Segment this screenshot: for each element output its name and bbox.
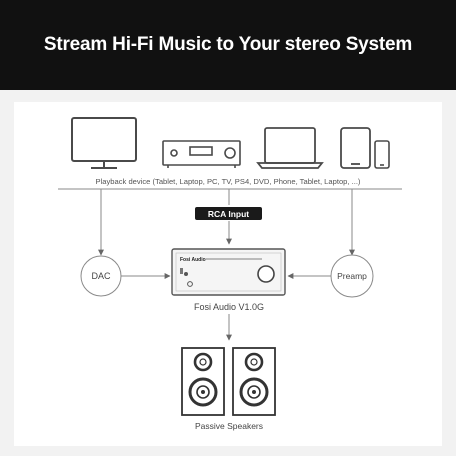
rca-input-label: RCA Input [208, 209, 249, 219]
amplifier-icon: Fosi Audio [171, 248, 286, 296]
right-speaker-icon [232, 347, 276, 416]
preamp-label: Preamp [337, 271, 367, 281]
amp-brand-text: Fosi Audio [180, 257, 206, 263]
amplifier-model-label: Fosi Audio V1.0G [194, 302, 264, 312]
dac-label: DAC [91, 271, 111, 281]
dac-node: DAC [80, 255, 122, 297]
page-title: Stream Hi-Fi Music to Your stereo System [43, 34, 413, 55]
header-banner: Stream Hi-Fi Music to Your stereo System [0, 0, 456, 90]
phone-icon [374, 140, 390, 169]
preamp-node: Preamp [330, 254, 374, 298]
playback-device-label: Playback device (Tablet, Laptop, PC, TV,… [96, 177, 361, 186]
receiver-icon [162, 140, 241, 168]
left-speaker-icon [181, 347, 225, 416]
volume-knob-icon [257, 265, 275, 283]
speakers-label: Passive Speakers [195, 421, 263, 431]
rca-input-badge: RCA Input [195, 207, 262, 220]
tablet-icon [340, 127, 371, 169]
monitor-icon [71, 117, 137, 169]
laptop-icon [256, 127, 324, 169]
